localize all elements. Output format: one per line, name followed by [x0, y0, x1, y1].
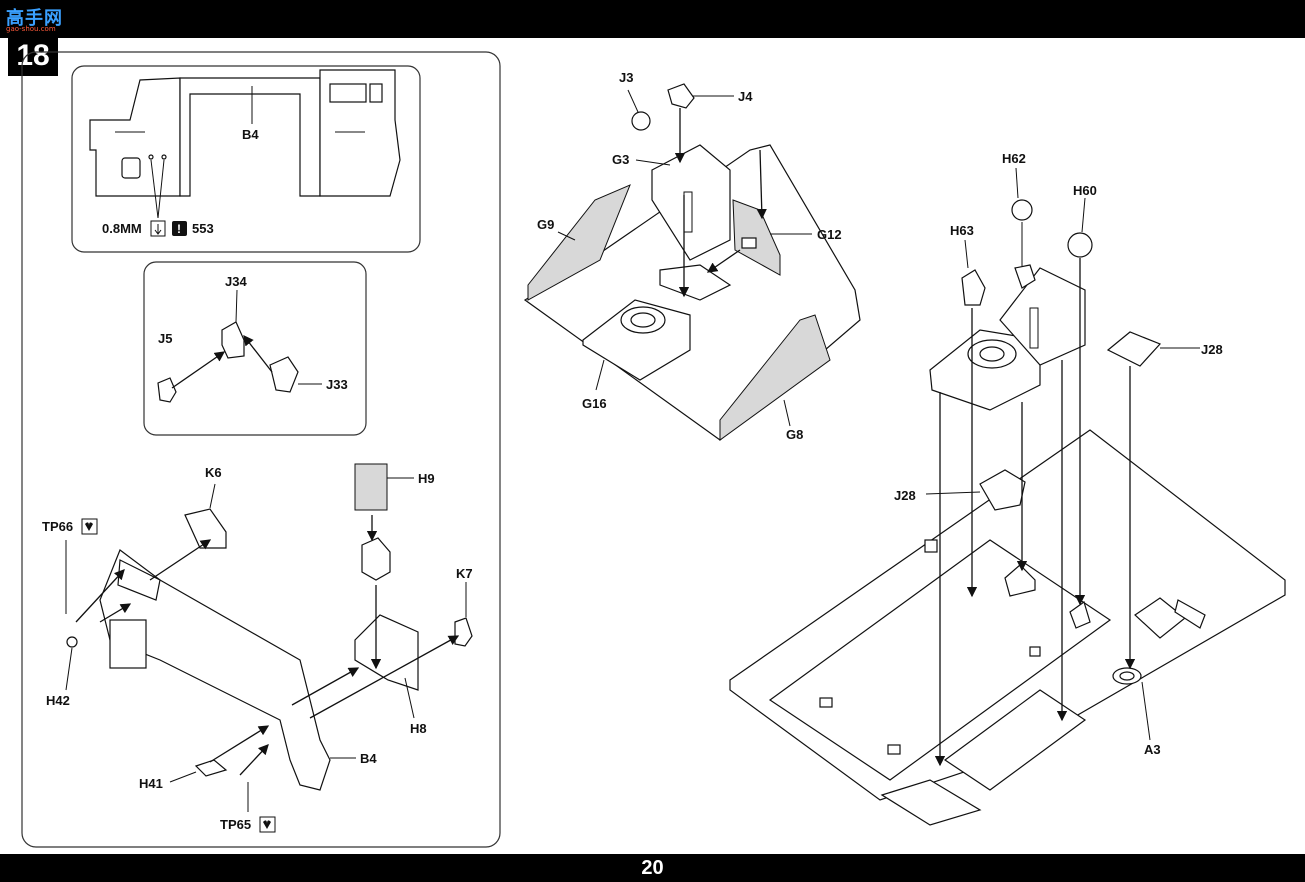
label-g8: G8: [786, 427, 803, 442]
label-g16: G16: [582, 396, 607, 411]
label-j34: J34: [225, 274, 247, 289]
photo-etch-icon: [259, 816, 276, 833]
label-h42: H42: [46, 693, 70, 708]
label-h8: H8: [410, 721, 427, 736]
caution-icon: !: [172, 221, 187, 236]
logo-subtext: gao-shou.com: [6, 25, 56, 33]
label-mm-note: 0.8MM: [102, 221, 142, 236]
label-h41: H41: [139, 776, 163, 791]
label-b4-top: B4: [242, 127, 259, 142]
part-j34: [157, 321, 299, 403]
label-h9: H9: [418, 471, 435, 486]
label-g9: G9: [537, 217, 554, 232]
label-tp66: TP66: [42, 519, 73, 534]
part-g-deck: [523, 83, 861, 441]
left-panel: [21, 51, 501, 848]
label-a3: A3: [1144, 742, 1161, 757]
part-b4-assembly: [66, 463, 473, 791]
label-j4: J4: [738, 89, 753, 104]
label-h60: H60: [1073, 183, 1097, 198]
part-b4-detail: [89, 69, 401, 219]
label-h63: H63: [950, 223, 974, 238]
detail-box-j34: [143, 261, 367, 436]
label-g3: G3: [612, 152, 629, 167]
logo-text: 高手网: [6, 8, 63, 28]
label-g12: G12: [817, 227, 842, 242]
label-k6: K6: [205, 465, 222, 480]
svg-text:!: !: [177, 222, 181, 236]
label-paint-code: 553: [192, 221, 214, 236]
label-j28-mid: J28: [894, 488, 916, 503]
label-k7: K7: [456, 566, 473, 581]
photo-etch-icon: [81, 518, 98, 535]
label-j33: J33: [326, 377, 348, 392]
label-j3: J3: [619, 70, 633, 85]
label-h62: H62: [1002, 151, 1026, 166]
label-tp65: TP65: [220, 817, 251, 832]
watermark-logo: 高手网 gao-shou.com: [6, 4, 68, 34]
label-j5: J5: [158, 331, 172, 346]
drill-icon: [150, 220, 166, 237]
part-hull-deck: [729, 199, 1286, 826]
detail-box-b4: [71, 65, 421, 253]
page-number: 20: [641, 857, 664, 879]
label-b4-bottom: B4: [360, 751, 377, 766]
bottom-bar: 20: [0, 854, 1305, 882]
top-bar: [0, 0, 1305, 38]
label-j28-top: J28: [1201, 342, 1223, 357]
